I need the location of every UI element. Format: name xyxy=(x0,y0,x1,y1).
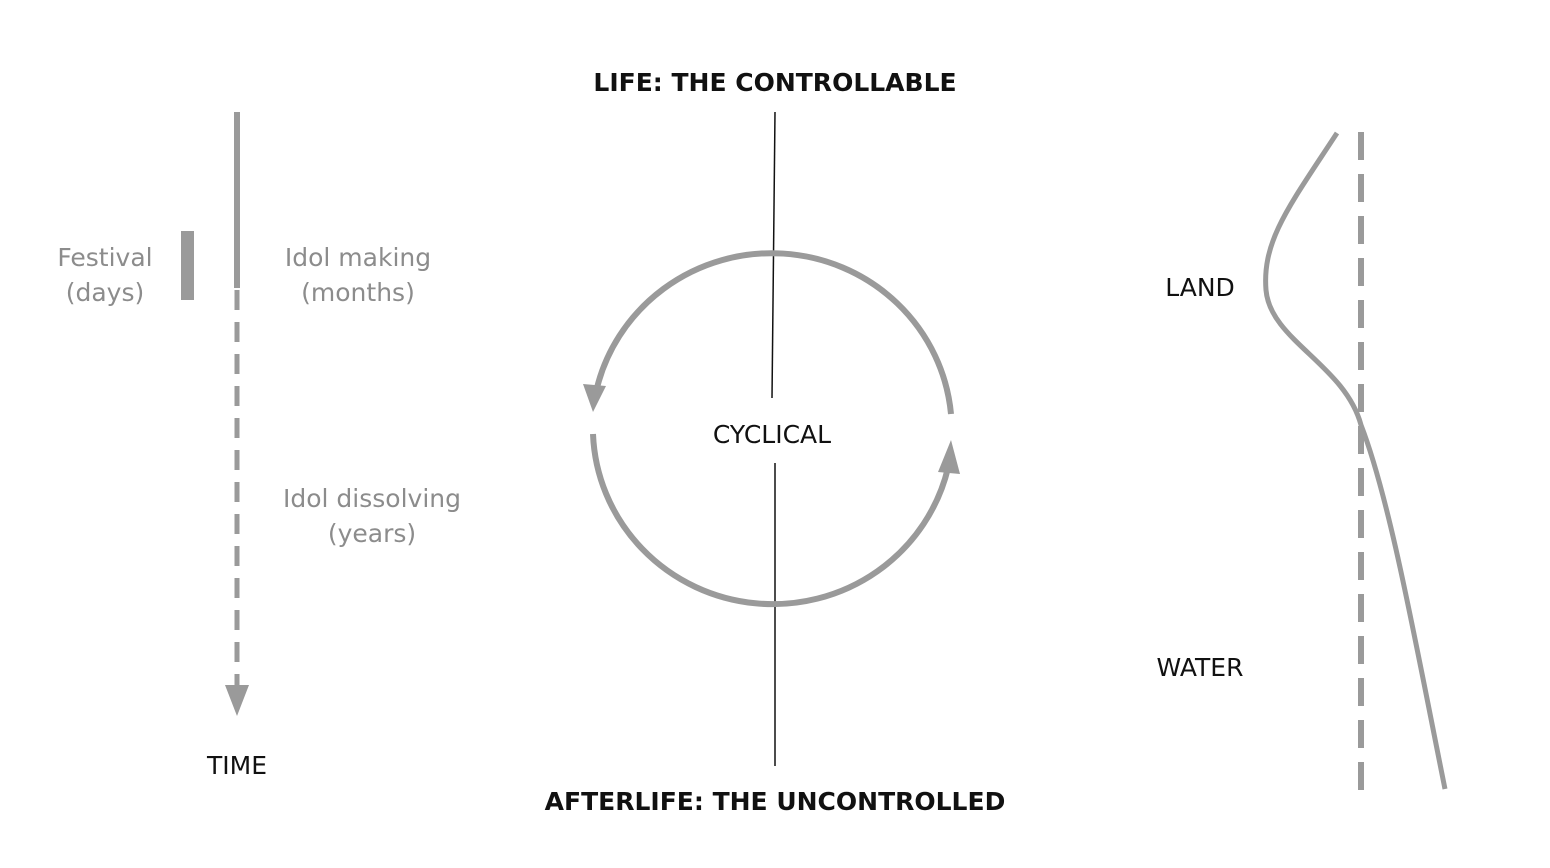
cycle-group: LIFE: THE CONTROLLABLE CYCLICAL AFTERLIF… xyxy=(545,68,1006,816)
timeline-group: Festival (days) Idol making (months) Ido… xyxy=(57,112,461,780)
cyclical-label: CYCLICAL xyxy=(713,420,831,449)
water-label: WATER xyxy=(1157,653,1244,682)
idol-dissolving-label: Idol dissolving xyxy=(283,484,461,513)
life-controllable-label: LIFE: THE CONTROLLABLE xyxy=(593,68,956,97)
festival-duration-label: (days) xyxy=(66,278,145,307)
cycle-upper-arrowhead xyxy=(583,384,606,412)
time-label: TIME xyxy=(206,751,267,780)
afterlife-uncontrolled-label: AFTERLIFE: THE UNCONTROLLED xyxy=(545,787,1006,816)
festival-label: Festival xyxy=(57,243,152,272)
cycle-lower-arc xyxy=(590,433,951,608)
land-label: LAND xyxy=(1165,273,1235,302)
idol-making-label: Idol making xyxy=(285,243,431,272)
cycle-lower-arrowhead xyxy=(938,440,960,474)
cycle-upper-arc xyxy=(593,250,954,415)
idol-dissolving-duration-label: (years) xyxy=(328,519,416,548)
festival-bar xyxy=(181,231,194,300)
timeline-arrowhead xyxy=(225,685,249,716)
idol-making-duration-label: (months) xyxy=(301,278,415,307)
terrain-group: LAND WATER xyxy=(1157,131,1448,792)
terrain-curve xyxy=(1263,131,1448,790)
